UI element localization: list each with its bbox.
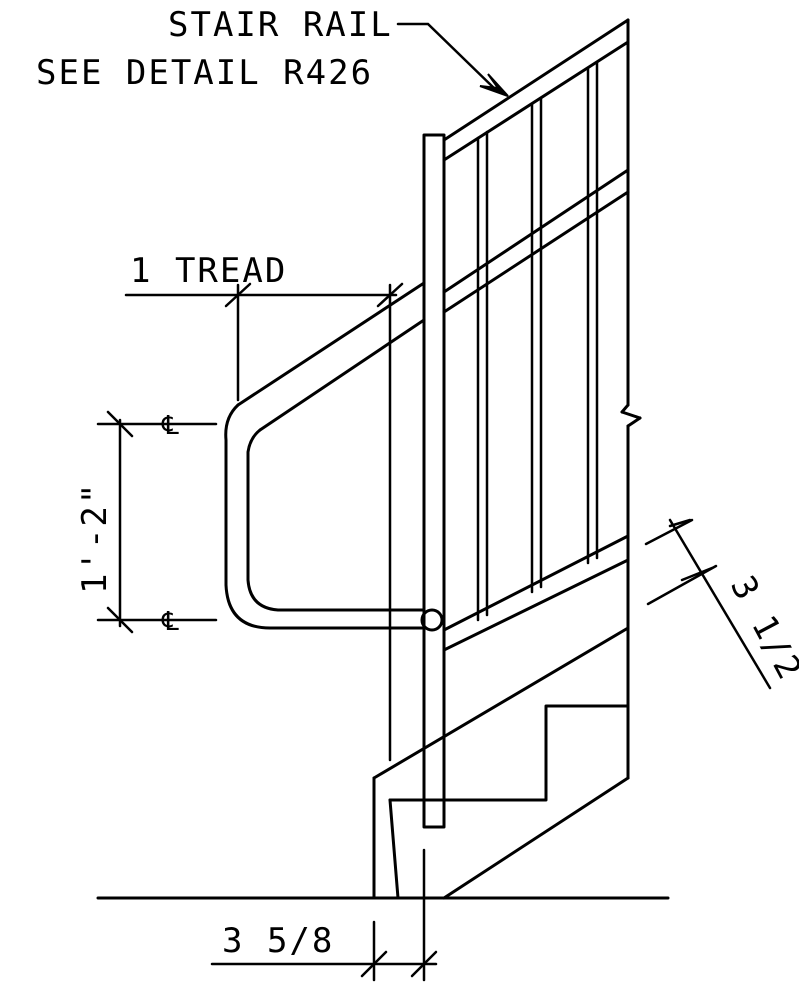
height-label: 1'-2"	[75, 482, 115, 594]
centerline-bottom-symbol: ℄	[161, 607, 179, 637]
rail-depth-dimension	[644, 518, 772, 690]
centerline-top-symbol: ℄	[161, 411, 179, 441]
detail-reference-label: SEE DETAIL R426	[36, 53, 373, 93]
post-offset-dimension	[210, 848, 438, 982]
tread-dimension	[124, 282, 404, 762]
stair-stringer	[372, 18, 642, 900]
stair-rail-leader	[396, 22, 509, 97]
handrail-extension	[224, 281, 444, 632]
stair-rail-label: STAIR RAIL	[168, 5, 393, 45]
height-dimension	[96, 410, 218, 634]
guard-rail-panel	[442, 18, 630, 652]
tread-label: 1 TREAD	[130, 251, 287, 291]
post-offset-label: 3 5/8	[222, 921, 334, 961]
newel-post	[422, 133, 446, 829]
